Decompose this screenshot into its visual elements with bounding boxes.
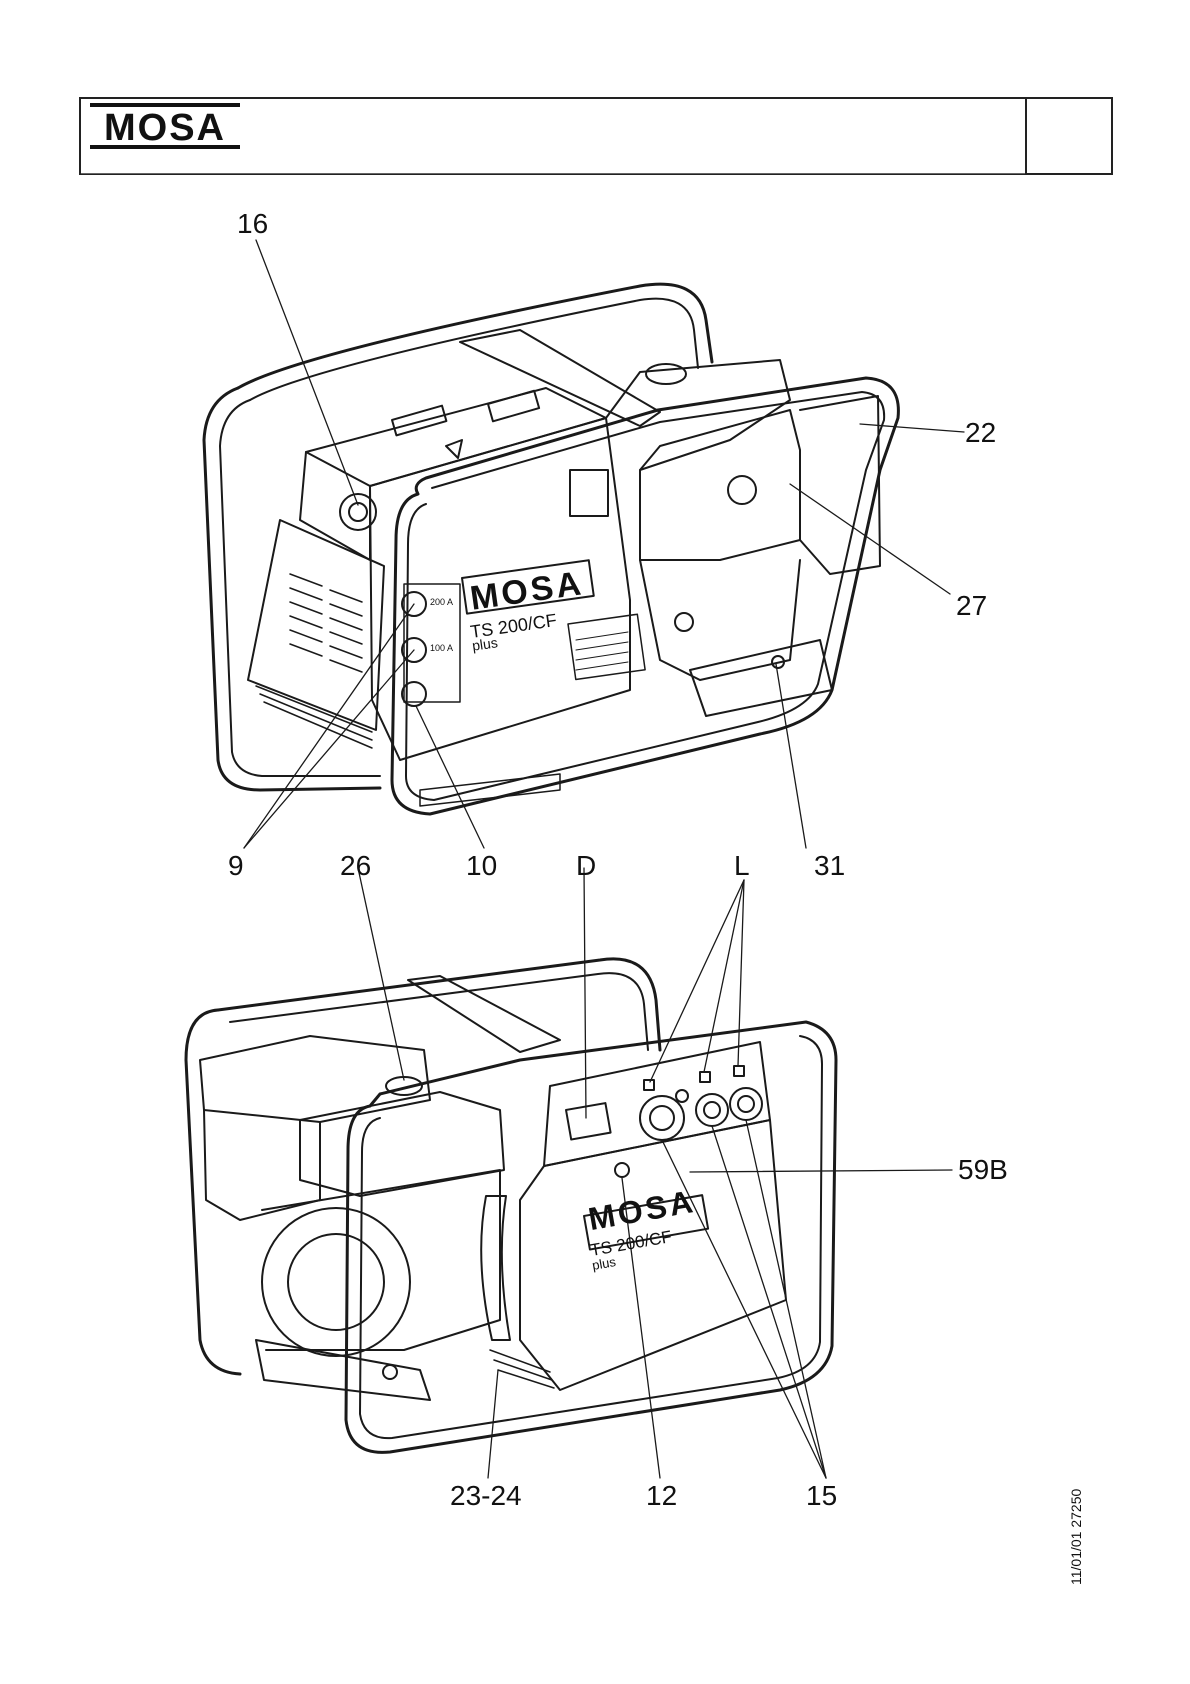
top-amp-label-2: 100 A — [430, 643, 454, 653]
rear-engine-body — [261, 1169, 501, 1351]
callout-27: 27 — [956, 590, 988, 621]
header-rule-right — [769, 173, 1025, 174]
document-reference: 11/01/01 27250 — [1068, 1488, 1084, 1585]
callout-10: 10 — [466, 850, 498, 881]
vent-panel — [247, 519, 385, 731]
rear-base — [255, 1339, 431, 1401]
rear-control-top — [543, 1041, 771, 1167]
frame-front-inner — [405, 391, 886, 801]
rear-mount-bolt — [382, 1364, 398, 1380]
engine-block — [605, 359, 791, 471]
breaker-59b — [675, 1089, 689, 1103]
callout-31: 31 — [814, 850, 846, 881]
header-frame — [79, 97, 1113, 175]
callout-26: 26 — [340, 850, 372, 881]
warning-lamp-1 — [643, 1079, 655, 1091]
frame-top-rail — [236, 282, 714, 390]
logo-text: MOSA — [104, 107, 226, 149]
recoil-cover-inner — [287, 1233, 385, 1331]
rear-grille — [489, 1349, 555, 1389]
warning-lamp-3 — [733, 1065, 745, 1077]
header-divider — [1025, 97, 1027, 175]
callout-16: 16 — [237, 208, 269, 239]
breaker-12 — [614, 1162, 630, 1178]
frame-rear — [202, 386, 382, 792]
rear-frame-top-inner — [229, 972, 649, 1051]
base-rail — [419, 773, 561, 807]
brand-plate — [461, 559, 595, 615]
frame-front — [390, 376, 900, 816]
callout-22: 22 — [965, 417, 997, 448]
top-leader-lines — [243, 239, 965, 849]
engine-mount — [689, 639, 833, 717]
rear-brand-plate — [583, 1194, 710, 1251]
rear-engine-top — [299, 1091, 505, 1197]
fuel-cap — [645, 363, 687, 385]
rear-frame-top — [216, 957, 662, 1052]
rear-frame-back — [184, 1008, 242, 1376]
output-socket-1 — [639, 1095, 685, 1141]
rear-frame-front-inner — [359, 1035, 823, 1440]
engine-bolt — [674, 612, 694, 632]
rear-control-face — [519, 1119, 787, 1391]
vent-slats — [289, 573, 363, 673]
header-rule-mid — [251, 173, 769, 174]
top-label — [487, 389, 541, 423]
welding-terminal-1 — [401, 591, 427, 617]
rear-frame-front — [344, 1020, 838, 1454]
muffler — [799, 395, 881, 575]
output-socket-3 — [729, 1087, 763, 1121]
recoil-cover-outer — [261, 1207, 411, 1357]
top-amp-label-1: 200 A — [430, 597, 454, 607]
gauge-label — [569, 469, 609, 517]
mount-bolt — [771, 655, 785, 669]
callout-9: 9 — [228, 850, 244, 881]
welding-terminal-2 — [401, 637, 427, 663]
hour-counter-d — [564, 1102, 612, 1141]
frame-rear-inner — [219, 399, 381, 777]
callout-12: 12 — [646, 1480, 678, 1511]
warning-label — [391, 404, 448, 437]
frame-top-rail-inner — [249, 297, 699, 401]
welding-terminal-3 — [401, 681, 427, 707]
callout-l: L — [734, 850, 750, 881]
callout-15: 15 — [806, 1480, 838, 1511]
rear-crossbar — [407, 975, 561, 1053]
generator-rear-view — [184, 867, 953, 1479]
base-grille — [255, 685, 373, 749]
rear-muffler — [203, 1109, 321, 1221]
callout-23-24: 23-24 — [450, 1480, 522, 1511]
header-rule-left — [81, 173, 251, 174]
generator-front-view — [202, 239, 965, 849]
air-filter — [639, 409, 801, 561]
callout-59b: 59B — [958, 1154, 1008, 1185]
engine-lower — [639, 559, 801, 681]
output-socket-2 — [695, 1093, 729, 1127]
bottom-leader-lines — [357, 867, 953, 1479]
filter-knob — [727, 475, 757, 505]
warning-lamp-2 — [699, 1071, 711, 1083]
mosa-logo: MOSA — [90, 103, 240, 149]
socket-16 — [339, 493, 377, 531]
callout-d: D — [576, 850, 597, 881]
rating-plate — [567, 613, 646, 681]
warning-triangle — [445, 439, 463, 459]
frame-crossbar — [459, 329, 661, 427]
rating-plate-lines — [575, 631, 629, 671]
alternator-fan — [480, 1195, 511, 1341]
